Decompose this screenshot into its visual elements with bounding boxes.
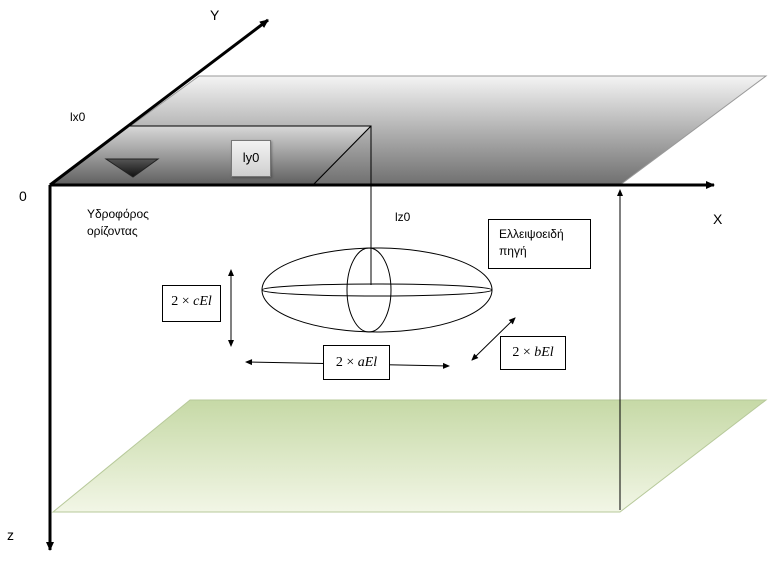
source-label-box: Ελλειψοειδή πηγή bbox=[488, 219, 591, 269]
c-factor: 2 bbox=[171, 294, 179, 309]
lx0-label: lx0 bbox=[70, 110, 86, 124]
c-var: cEl bbox=[193, 294, 212, 309]
b-dimension-box: 2 × bEl bbox=[500, 336, 566, 370]
a-var: aEl bbox=[357, 355, 378, 370]
bottom-plane bbox=[51, 399, 768, 513]
source-label-line-1: Ελλειψοειδή bbox=[499, 227, 564, 241]
ellipsoid-outline bbox=[261, 247, 493, 333]
aquifer-label-line-2: ορίζοντας bbox=[87, 224, 138, 238]
a-factor: 2 bbox=[335, 355, 343, 370]
footprint-right-edge bbox=[312, 125, 372, 186]
ellipsoid-meridian bbox=[346, 247, 392, 333]
y-axis-label: Y bbox=[210, 7, 220, 23]
lz0-label: lz0 bbox=[395, 210, 411, 224]
ellipsoid-equator bbox=[261, 283, 493, 297]
origin-label: 0 bbox=[19, 188, 27, 204]
ly0-label: ly0 bbox=[242, 150, 260, 165]
c-op: × bbox=[181, 294, 190, 309]
source-label-line-2: πηγή bbox=[499, 244, 527, 258]
a-op: × bbox=[346, 355, 355, 370]
x-axis-label: X bbox=[713, 211, 723, 227]
y-axis bbox=[49, 18, 269, 187]
aquifer-label-line-1: Υδροφόρος bbox=[87, 207, 149, 221]
c-dimension-box: 2 × cEl bbox=[162, 285, 221, 322]
b-factor: 2 bbox=[512, 345, 520, 360]
b-dimension-arrow bbox=[471, 317, 516, 361]
a-dimension-box: 2 × aEl bbox=[323, 345, 390, 380]
z-axis-label: z bbox=[7, 527, 14, 543]
b-var: bEl bbox=[534, 345, 554, 360]
b-op: × bbox=[522, 345, 531, 360]
aquifer-label-box: Υδροφόρος ορίζοντας bbox=[80, 201, 194, 249]
water-table-marker bbox=[104, 158, 160, 178]
ly0-label-box: ly0 bbox=[231, 140, 271, 177]
